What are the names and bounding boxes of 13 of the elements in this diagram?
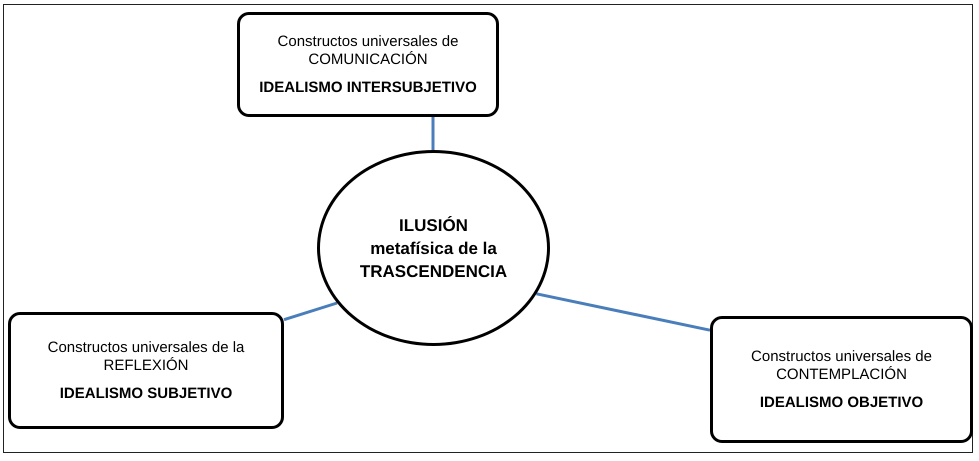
box-heading: IDEALISMO OBJETIVO (760, 394, 924, 411)
box-text: Constructos universales de la REFLEXIÓN (46, 339, 246, 375)
concept-box (8, 312, 284, 429)
concept-text: ILUSIÓN metafísica de la TRASCENDENCIA (358, 214, 508, 282)
box-heading: IDEALISMO INTERSUBJETIVO (259, 79, 477, 96)
box-text: Constructos universales de COMUNICACIÓN (276, 33, 460, 69)
concept-box (710, 316, 973, 443)
box-text: Constructos universales de CONTEMPLACIÓN (750, 348, 933, 384)
connector-line (284, 302, 338, 322)
concept-box (237, 12, 499, 117)
box-heading: IDEALISMO SUBJETIVO (60, 385, 232, 402)
connector-line (536, 292, 710, 332)
connector-line (432, 117, 434, 150)
